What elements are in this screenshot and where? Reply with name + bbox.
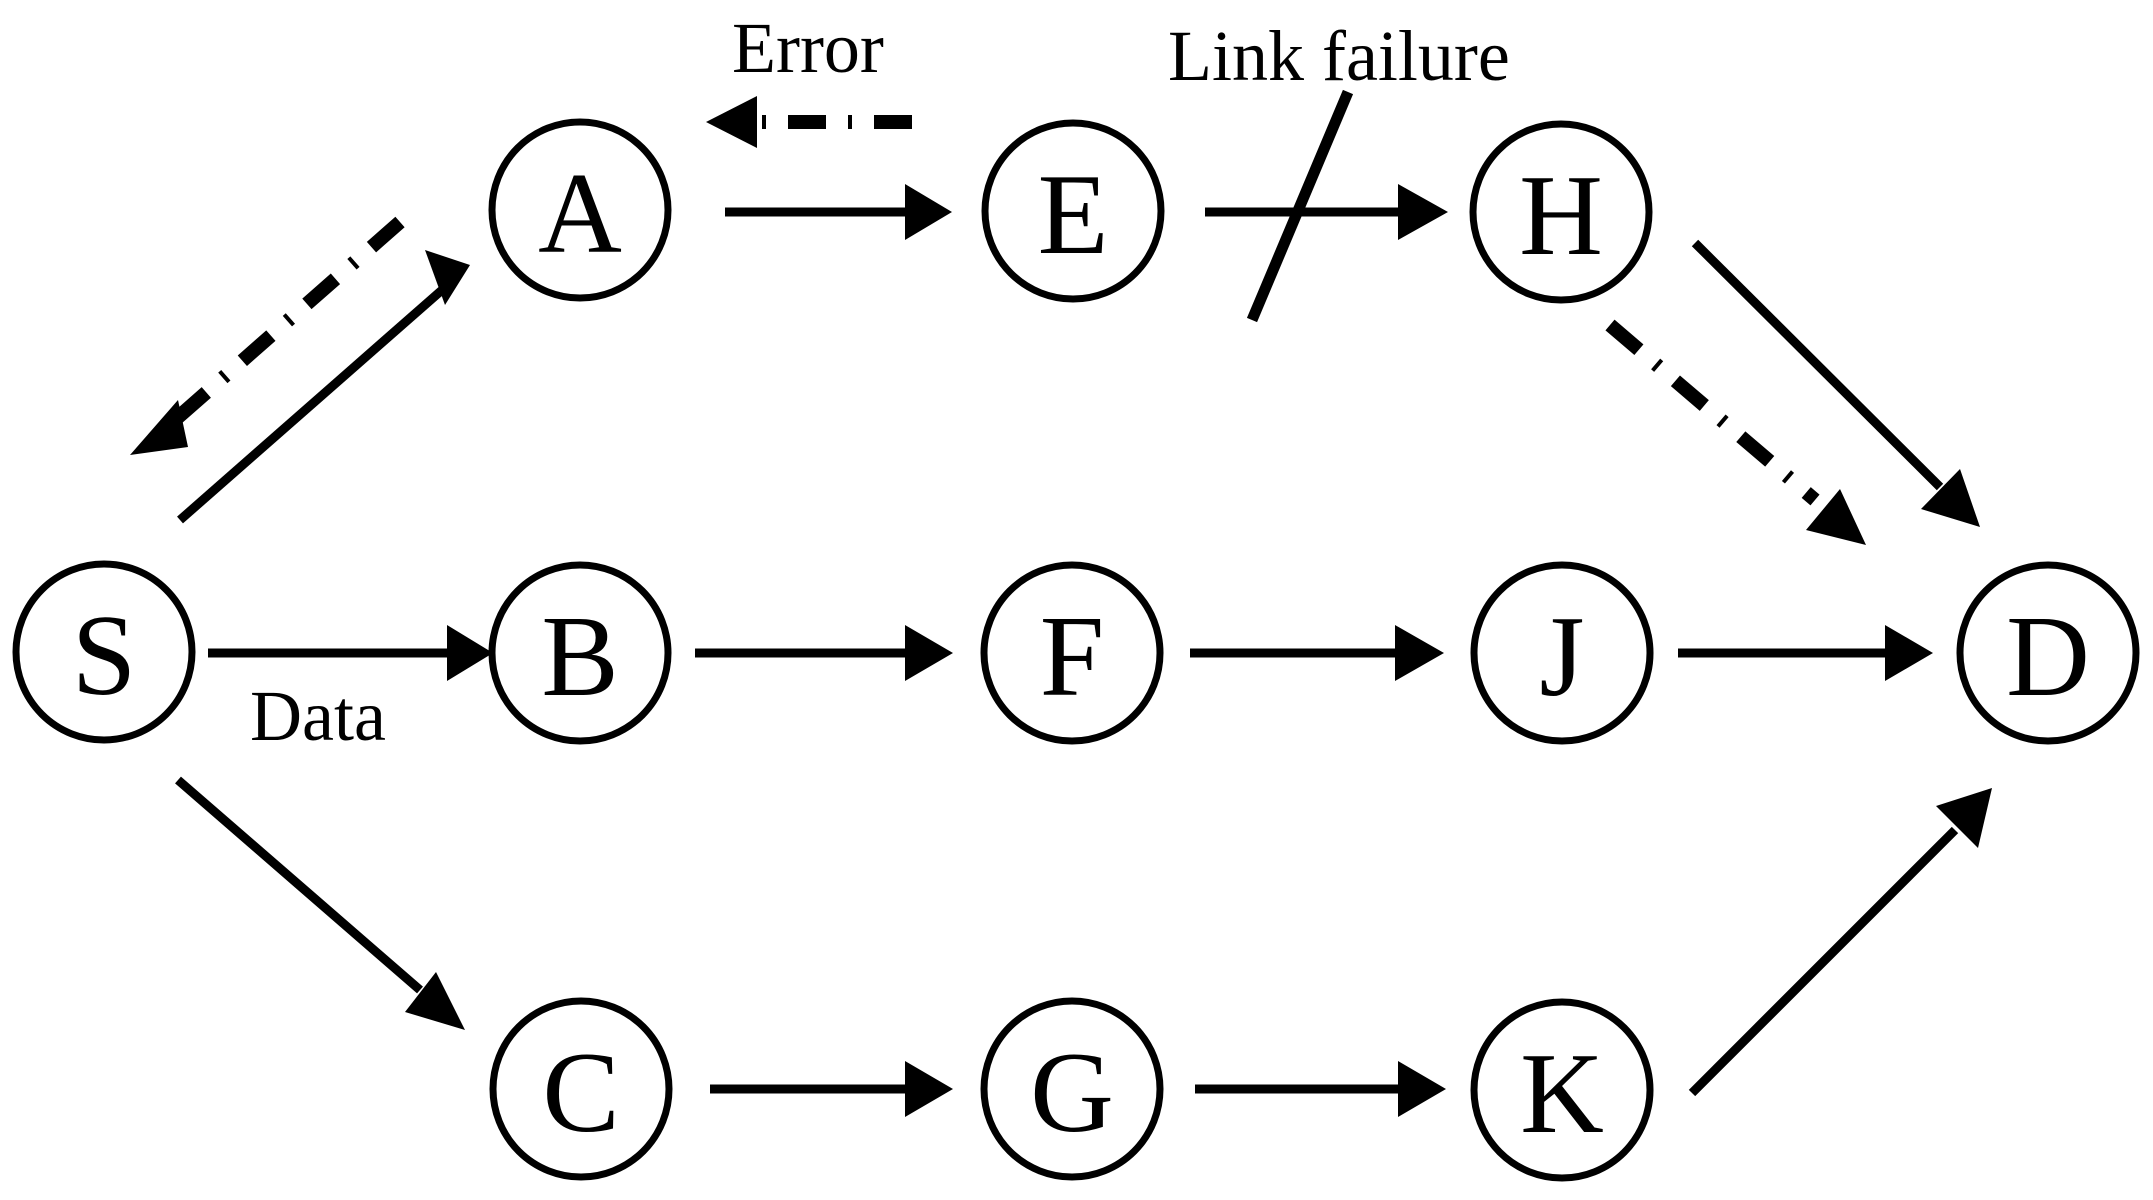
edge-label-link-failure: Link failure bbox=[1168, 16, 1510, 96]
node-e[interactable]: E bbox=[981, 119, 1165, 303]
node-g[interactable]: G bbox=[980, 997, 1164, 1181]
edge-c-to-g-arrowhead bbox=[905, 1061, 953, 1117]
edge-f-to-j-arrowhead bbox=[1395, 625, 1444, 681]
edge-h-to-d-dashdot-line bbox=[1605, 319, 1820, 506]
edge-e-to-a bbox=[706, 96, 912, 148]
edge-s-to-b bbox=[208, 625, 493, 681]
edge-s-to-c bbox=[175, 776, 465, 1030]
edge-a-to-e-arrowhead bbox=[905, 184, 952, 240]
edge-g-to-k-arrowhead bbox=[1398, 1061, 1446, 1117]
node-d[interactable]: D bbox=[1956, 561, 2140, 745]
node-s-circle[interactable] bbox=[12, 560, 196, 744]
edge-b-to-f-arrowhead bbox=[905, 625, 953, 681]
node-h-circle[interactable] bbox=[1469, 120, 1653, 304]
edge-b-to-f bbox=[695, 625, 953, 681]
edge-h-to-d-solid-arrowhead bbox=[1921, 469, 1980, 527]
edge-h-to-d-dashdot bbox=[1605, 319, 1866, 545]
node-h[interactable]: H bbox=[1469, 120, 1653, 304]
node-d-circle[interactable] bbox=[1956, 561, 2140, 745]
edge-h-to-d-solid-line bbox=[1691, 239, 1944, 491]
link-failure-slash-icon bbox=[1246, 89, 1354, 323]
edge-c-to-g bbox=[710, 1061, 953, 1117]
edge-s-to-a-arrowhead bbox=[425, 250, 470, 305]
edge-s-to-b-arrowhead bbox=[447, 625, 493, 681]
edge-h-to-d-dashdot-arrowhead bbox=[1806, 489, 1866, 545]
edge-f-to-j bbox=[1190, 625, 1444, 681]
node-g-circle[interactable] bbox=[980, 997, 1164, 1181]
edge-h-to-d-solid bbox=[1691, 239, 1980, 527]
edge-a-to-e bbox=[725, 184, 952, 240]
edge-j-to-d bbox=[1678, 625, 1933, 681]
node-k-circle[interactable] bbox=[1470, 998, 1654, 1182]
edge-k-to-d bbox=[1688, 788, 1992, 1097]
node-s[interactable]: S bbox=[12, 560, 196, 744]
node-a[interactable]: A bbox=[488, 118, 672, 302]
edge-s-to-c-arrowhead bbox=[405, 972, 465, 1030]
node-c[interactable]: C bbox=[489, 997, 673, 1181]
edge-s-to-a bbox=[177, 250, 470, 524]
node-k[interactable]: K bbox=[1470, 998, 1654, 1182]
edge-g-to-k bbox=[1195, 1061, 1446, 1117]
node-f[interactable]: F bbox=[980, 561, 1164, 745]
edge-a-to-s-line bbox=[170, 216, 405, 426]
edge-s-to-a-line bbox=[177, 286, 445, 524]
edge-label-data: Data bbox=[250, 676, 386, 756]
edge-j-to-d-arrowhead bbox=[1885, 625, 1933, 681]
node-j[interactable]: J bbox=[1470, 561, 1654, 745]
edge-e-to-a-arrowhead bbox=[706, 96, 757, 148]
node-b[interactable]: B bbox=[488, 561, 672, 745]
node-c-circle[interactable] bbox=[489, 997, 673, 1181]
edge-k-to-d-line bbox=[1688, 826, 1959, 1097]
node-j-circle[interactable] bbox=[1470, 561, 1654, 745]
edge-e-to-h-arrowhead bbox=[1398, 184, 1448, 240]
edge-e-to-h bbox=[1205, 89, 1448, 323]
node-a-circle[interactable] bbox=[488, 118, 672, 302]
edge-a-to-s-arrowhead bbox=[130, 400, 188, 455]
node-e-circle[interactable] bbox=[981, 119, 1165, 303]
edge-a-to-s bbox=[130, 216, 405, 455]
node-f-circle[interactable] bbox=[980, 561, 1164, 745]
edge-k-to-d-arrowhead bbox=[1936, 788, 1992, 848]
edge-label-error: Error bbox=[732, 8, 884, 88]
node-b-circle[interactable] bbox=[488, 561, 672, 745]
edge-s-to-c-line bbox=[175, 776, 423, 994]
